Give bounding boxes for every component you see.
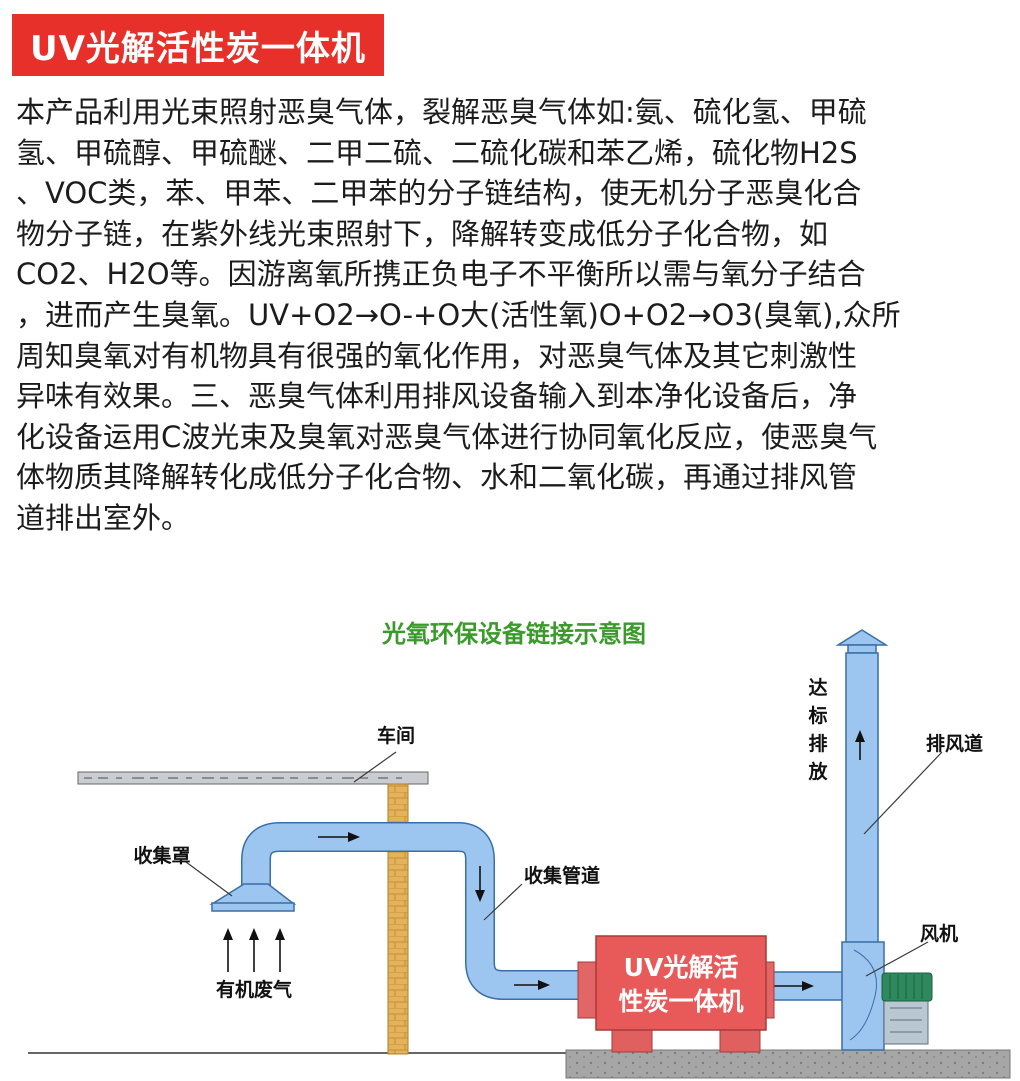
- collection-hood: [209, 883, 297, 905]
- exhaust-up-arrow: [855, 730, 865, 760]
- machine-label-line1: UV光解活: [624, 953, 739, 982]
- label-duct: 收集管道: [524, 864, 600, 887]
- description-line: 物分子链，在紫外线光束照射下，降解转变成低分子化合物，如: [16, 216, 829, 251]
- uv-machine: [577, 935, 775, 1053]
- label-hood: 收集罩: [133, 844, 190, 867]
- description-line: 体物质其降解转化成低分子化合物、水和二氧化碳，再通过排风管: [16, 460, 858, 495]
- flow-arrow-right-bottom: [514, 980, 550, 990]
- title-banner: UV光解活性炭一体机: [12, 14, 384, 76]
- label-discharge-char: 标: [808, 705, 827, 727]
- label-exhaust: 排风道: [926, 732, 983, 755]
- description-line: 本产品利用光束照射恶臭气体，裂解恶臭气体如:氨、硫化氢、甲硫: [16, 95, 867, 129]
- leader-lines: [185, 751, 943, 977]
- label-fan: 风机: [920, 923, 958, 945]
- diagram-title: 光氧环保设备链接示意图: [381, 620, 646, 648]
- description-line: CO2、H2O等。因游离氧所携正负电子不平衡所以需与氧分子结合: [16, 257, 866, 292]
- description-line: 周知臭氧对有机物具有很强的氧化作用，对恶臭气体及其它刺激性: [16, 338, 858, 373]
- flow-arrow-right-outlet: [774, 981, 814, 991]
- workshop-roof: [77, 771, 429, 785]
- collection-pipe: [241, 822, 610, 1000]
- fan-motor: [881, 972, 933, 1045]
- gas-arrows: [223, 928, 285, 972]
- description-line: 异味有效果。三、恶臭气体利用排风设备输入到本净化设备后，净: [16, 379, 858, 414]
- description-line: 道排出室外。: [16, 500, 191, 535]
- description: 本产品利用光束照射恶臭气体，裂解恶臭气体如:氨、硫化氢、甲硫 氢、甲硫醇、甲硫醚…: [16, 92, 1006, 539]
- label-discharge-char: 排: [808, 732, 827, 755]
- description-line: ，进而产生臭氧。UV+O2→O-+O大(活性氧)O+O2→O3(臭氧),众所: [16, 297, 901, 332]
- label-workshop: 车间: [377, 724, 415, 747]
- machine-label-line2: 性炭一体机: [618, 987, 743, 1016]
- description-line: 、VOC类，苯、甲苯、二甲苯的分子链结构，使无机分子恶臭化合: [16, 176, 862, 211]
- label-discharge-char: 放: [807, 760, 828, 783]
- page-title: UV光解活性炭一体机: [30, 28, 366, 69]
- exhaust-stack: [835, 629, 889, 944]
- label-discharge-char: 达: [808, 676, 827, 699]
- equipment-base: [565, 1049, 1011, 1079]
- label-gas: 有机废气: [216, 978, 292, 1001]
- fan-housing: [841, 941, 885, 1051]
- description-line: 氢、甲硫醇、甲硫醚、二甲二硫、二硫化碳和苯乙烯，硫化物H2S: [16, 135, 858, 170]
- flow-arrow-right-top: [318, 832, 360, 842]
- hood-rim: [211, 902, 295, 912]
- flow-arrow-down: [475, 866, 485, 902]
- description-line: 化设备运用C波光束及臭氧对恶臭气体进行协同氧化反应，使恶臭气: [16, 419, 878, 454]
